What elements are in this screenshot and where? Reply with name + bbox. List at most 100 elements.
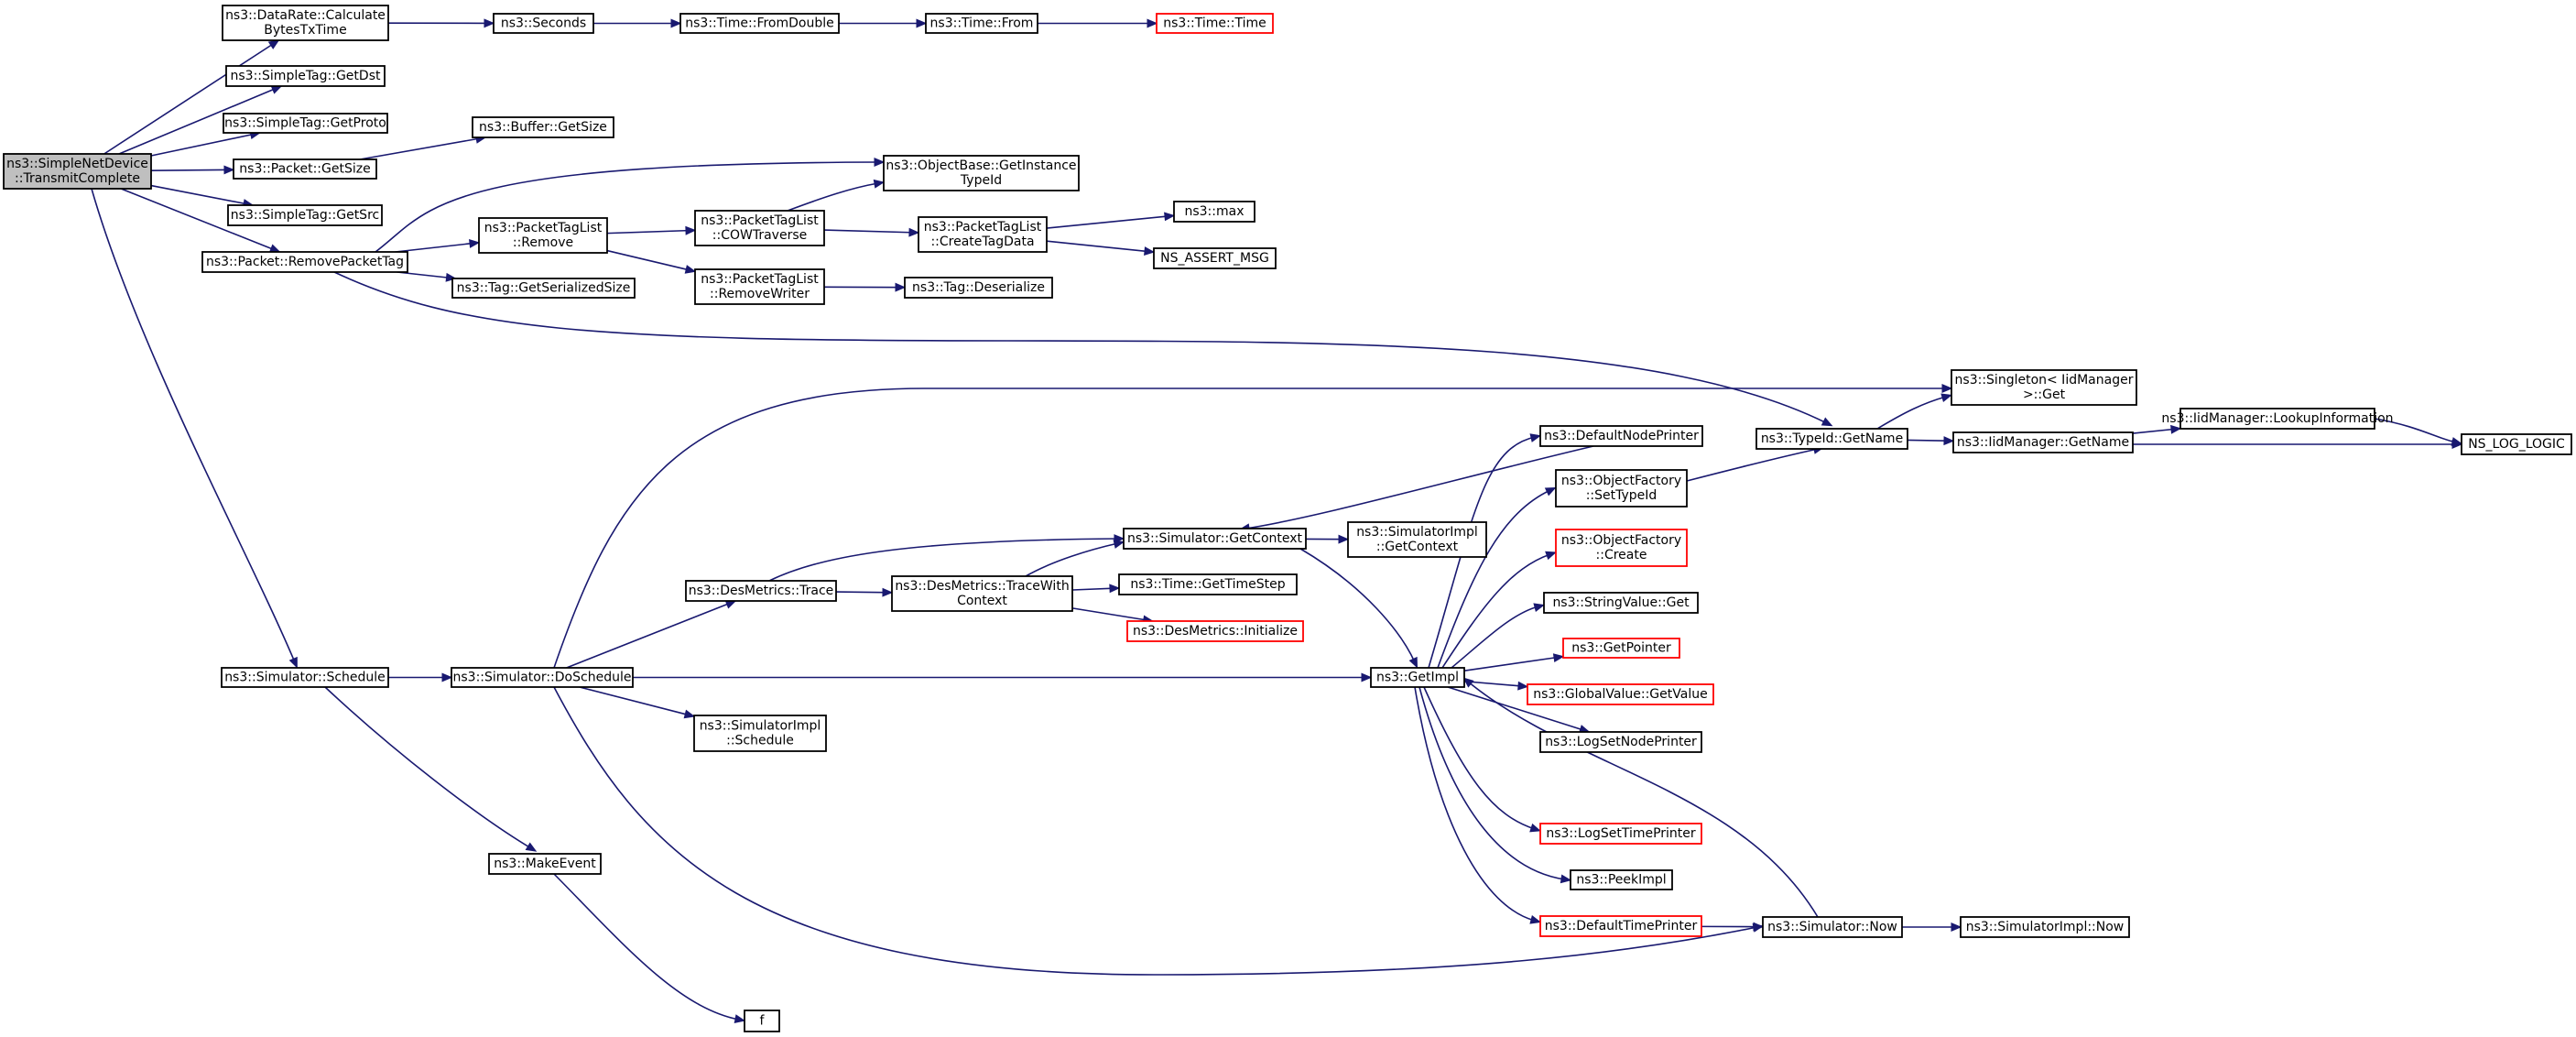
node-ns-assert-msg[interactable]: NS_ASSERT_MSG bbox=[1153, 247, 1277, 269]
node-label: ns3::Time::Time bbox=[1163, 16, 1266, 31]
edge-packet-removepackettag-to-typeid-getname bbox=[333, 271, 1833, 427]
node-defaulttimeprinter[interactable]: ns3::DefaultTimePrinter bbox=[1539, 915, 1702, 937]
node-logtimeprinter[interactable]: ns3::LogSetTimePrinter bbox=[1539, 823, 1702, 845]
node-box bbox=[925, 13, 1038, 34]
node-simpletag-getsrc[interactable]: ns3::SimpleTag::GetSrc bbox=[227, 204, 383, 226]
arrowhead bbox=[895, 282, 907, 292]
node-packet-removepackettag[interactable]: ns3::Packet::RemovePacketTag bbox=[201, 251, 408, 273]
node-singleton-get[interactable]: ns3::Singleton< IidManager >::Get bbox=[1951, 369, 2137, 406]
node-objectfactory-create[interactable]: ns3::ObjectFactory::Create bbox=[1555, 529, 1688, 567]
edge-transmit-complete-to-packet-getsize bbox=[150, 165, 235, 175]
node-objectfactory-settypeid[interactable]: ns3::ObjectFactory::SetTypeId bbox=[1555, 469, 1688, 508]
node-ptl-remove[interactable]: ns3::PacketTagList::Remove bbox=[478, 217, 608, 254]
node-globalvalue-getvalue[interactable]: ns3::GlobalValue::GetValue bbox=[1527, 683, 1714, 705]
node-packet-getsize[interactable]: ns3::Packet::GetSize bbox=[233, 158, 377, 180]
node-simulator-doschedule[interactable]: ns3::Simulator::DoSchedule bbox=[451, 667, 634, 688]
node-ptl-createtagdata[interactable]: ns3::PacketTagList::CreateTagData bbox=[918, 216, 1048, 253]
arrowhead bbox=[268, 244, 281, 253]
node-getimpl[interactable]: ns3::GetImpl bbox=[1370, 667, 1465, 688]
node-box bbox=[1570, 869, 1673, 890]
arrowhead bbox=[1529, 433, 1542, 442]
node-tag-deserialize[interactable]: ns3::Tag::Deserialize bbox=[904, 277, 1053, 299]
node-simpletag-getdst[interactable]: ns3::SimpleTag::GetDst bbox=[225, 65, 386, 87]
node-makeevent[interactable]: ns3::MakeEvent bbox=[488, 853, 602, 875]
node-box bbox=[679, 13, 840, 34]
node-label: ns3::PacketTagList bbox=[924, 220, 1042, 235]
node-tag-getserializedsize[interactable]: ns3::Tag::GetSerializedSize bbox=[451, 278, 636, 299]
node-box bbox=[221, 667, 389, 688]
node-box bbox=[2179, 408, 2375, 430]
node-defaultnodeprinter[interactable]: ns3::DefaultNodePrinter bbox=[1539, 425, 1703, 447]
node-simulator-getcontext[interactable]: ns3::Simulator::GetContext bbox=[1123, 528, 1307, 550]
node-label: ns3::ObjectBase::GetInstance bbox=[886, 158, 1076, 173]
arrowhead bbox=[1408, 656, 1418, 669]
node-label: f bbox=[760, 1014, 766, 1029]
arrowhead bbox=[1462, 677, 1474, 688]
node-transmit-complete[interactable]: ns3::SimpleNetDevice::TransmitComplete bbox=[3, 153, 152, 190]
edge-line bbox=[566, 600, 736, 669]
node-simulatorimpl-getcontext[interactable]: ns3::SimulatorImpl::GetContext bbox=[1347, 521, 1487, 558]
node-ptl-cow[interactable]: ns3::PacketTagList::COWTraverse bbox=[694, 210, 825, 246]
node-simpletag-getproto[interactable]: ns3::SimpleTag::GetProto bbox=[223, 113, 388, 134]
node-buffer-getsize[interactable]: ns3::Buffer::GetSize bbox=[472, 116, 614, 138]
edge-ptl-cow-to-objectbase-getinstance bbox=[787, 179, 886, 212]
node-simulator-now[interactable]: ns3::Simulator::Now bbox=[1762, 916, 1903, 938]
node-iidmanager-lookup[interactable]: ns3::IidManager::LookupInformation bbox=[2161, 408, 2394, 430]
edge-line bbox=[103, 39, 279, 155]
node-label: ns3::PacketTagList bbox=[484, 221, 603, 235]
node-getpointer[interactable]: ns3::GetPointer bbox=[1562, 638, 1680, 659]
edge-transmit-complete-to-simpletag-getsrc bbox=[150, 184, 255, 208]
node-time-gettimestep[interactable]: ns3::Time::GetTimeStep bbox=[1118, 573, 1298, 595]
node-iidmanager-getname[interactable]: ns3::IidManager::GetName bbox=[1952, 431, 2134, 453]
arrowhead bbox=[882, 587, 894, 597]
node-time-from[interactable]: ns3::Time::From bbox=[925, 13, 1038, 34]
node-simulator-schedule[interactable]: ns3::Simulator::Schedule bbox=[221, 667, 389, 688]
edge-ptl-remove-to-ptl-removewriter bbox=[606, 249, 697, 274]
node-peekimpl[interactable]: ns3::PeekImpl bbox=[1570, 869, 1673, 890]
edge-desmetrics-trace-to-desmetrics-tracewith bbox=[835, 587, 894, 597]
node-lognodeprinter[interactable]: ns3::LogSetNodePrinter bbox=[1539, 731, 1702, 753]
arrowhead bbox=[1338, 534, 1350, 544]
node-ns-log-logic[interactable]: NS_LOG_LOGIC bbox=[2461, 433, 2572, 455]
edge-getimpl-to-getpointer bbox=[1463, 653, 1565, 671]
node-box bbox=[233, 158, 377, 180]
edge-getimpl-to-peekimpl bbox=[1418, 686, 1572, 884]
node-box bbox=[883, 155, 1080, 191]
arrowhead bbox=[267, 39, 280, 49]
edge-defaultnodeprinter-to-simulator-getcontext bbox=[1238, 445, 1594, 533]
arrowhead bbox=[908, 227, 920, 237]
node-simulatorimpl-now[interactable]: ns3::SimulatorImpl::Now bbox=[1960, 916, 2130, 938]
edge-simulator-doschedule-to-singleton-get bbox=[553, 384, 1953, 669]
node-typeid-getname[interactable]: ns3::TypeId::GetName bbox=[1755, 428, 1908, 450]
edge-packet-removepackettag-to-objectbase-getinstance bbox=[375, 158, 886, 253]
edge-desmetrics-tracewith-to-time-gettimestep bbox=[1071, 584, 1121, 594]
node-seconds[interactable]: ns3::Seconds bbox=[493, 13, 594, 34]
arrowhead bbox=[270, 85, 283, 94]
node-label: ns3::Packet::GetSize bbox=[239, 162, 370, 177]
node-time-time[interactable]: ns3::Time::Time bbox=[1156, 13, 1274, 34]
node-box bbox=[1539, 731, 1702, 753]
arrowhead bbox=[1940, 393, 1953, 402]
node-time-fromdouble[interactable]: ns3::Time::FromDouble bbox=[679, 13, 840, 34]
node-box bbox=[1539, 823, 1702, 845]
edge-line bbox=[397, 271, 456, 279]
node-label: ns3::ObjectFactory bbox=[1561, 474, 1681, 488]
arrowhead bbox=[1943, 436, 1955, 446]
node-stringvalue-get[interactable]: ns3::StringValue::Get bbox=[1543, 592, 1699, 614]
node-desmetrics-trace[interactable]: ns3::DesMetrics::Trace bbox=[685, 580, 837, 602]
edge-line bbox=[1451, 606, 1539, 669]
node-label: ns3::SimpleTag::GetSrc bbox=[231, 208, 379, 223]
node-f[interactable]: f bbox=[744, 1010, 780, 1032]
node-ptl-removewriter[interactable]: ns3::PacketTagList::RemoveWriter bbox=[694, 268, 825, 305]
node-simulatorimpl-schedule[interactable]: ns3::SimulatorImpl::Schedule bbox=[693, 715, 827, 752]
node-box bbox=[1527, 683, 1714, 705]
node-label: ns3::max bbox=[1184, 204, 1244, 219]
node-label: ns3::Packet::RemovePacketTag bbox=[206, 255, 404, 269]
node-max[interactable]: ns3::max bbox=[1173, 201, 1255, 223]
edge-ptl-removewriter-to-tag-deserialize bbox=[823, 282, 907, 292]
edge-line bbox=[768, 538, 1119, 582]
node-desmetrics-initialize[interactable]: ns3::DesMetrics::Initialize bbox=[1126, 620, 1304, 642]
